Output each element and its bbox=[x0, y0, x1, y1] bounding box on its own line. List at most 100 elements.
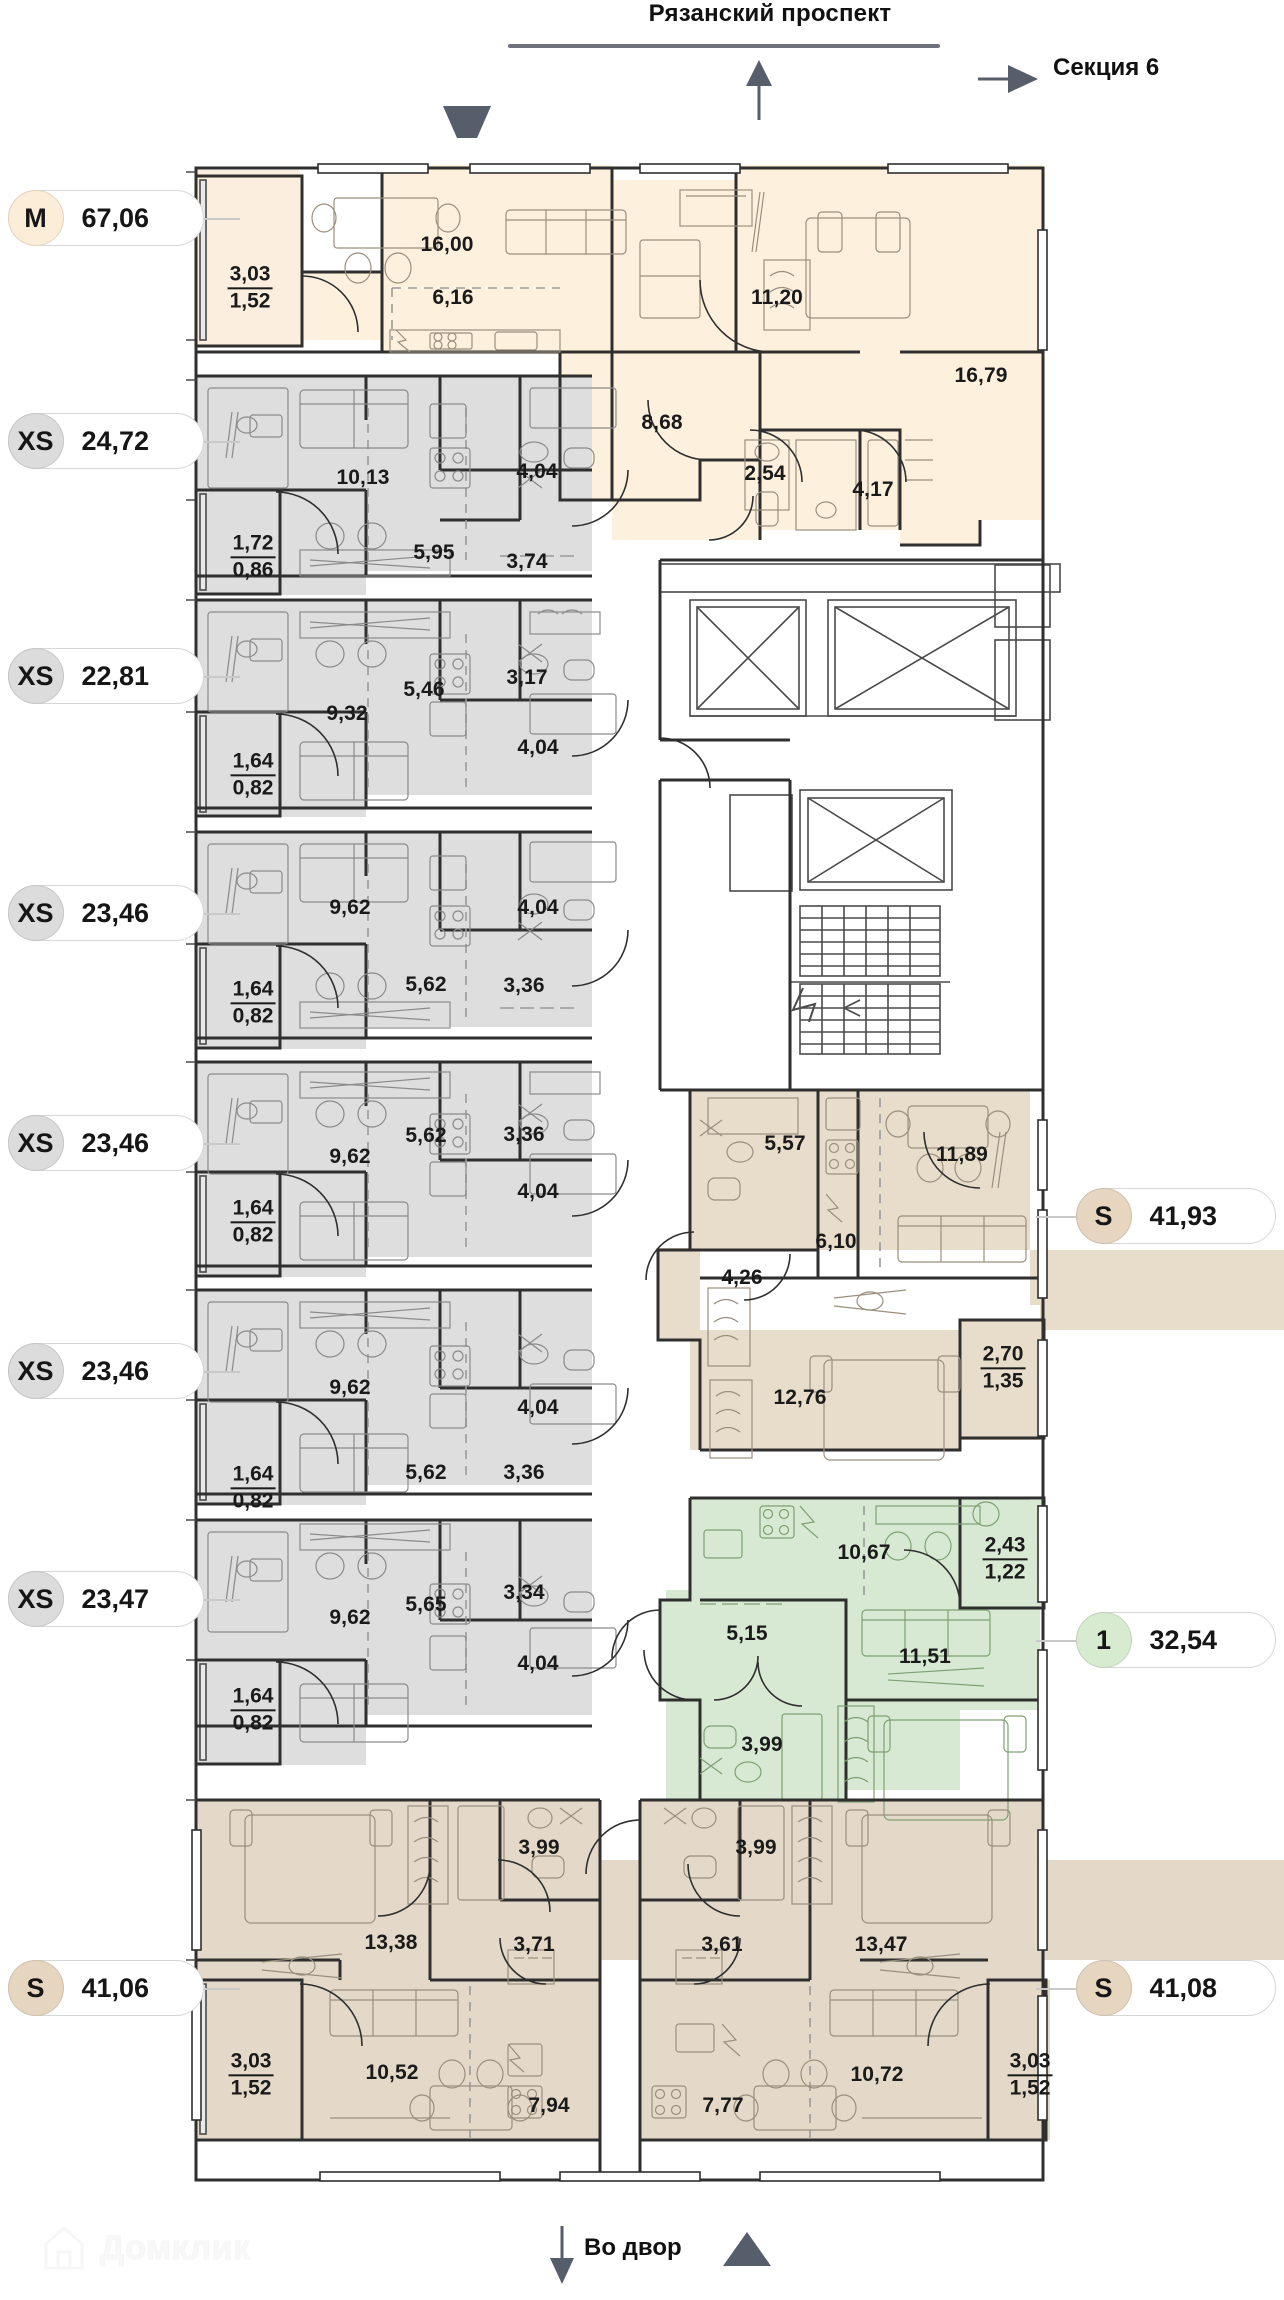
apartment-type-chip: XS bbox=[7, 1343, 64, 1399]
section-label: Секция 6 bbox=[1053, 54, 1160, 81]
room-area-label: 16,79 bbox=[954, 364, 1008, 387]
badge-leader-line bbox=[1036, 1640, 1076, 1642]
room-area-label: 8,68 bbox=[641, 411, 683, 434]
room-area-label: 5,95 bbox=[413, 541, 455, 564]
apartment-badge-s-41-93[interactable]: S 41,93 bbox=[1075, 1188, 1276, 1244]
balcony-area-counted: 1,52 bbox=[1009, 2076, 1051, 2099]
apartment-type-chip: S bbox=[7, 1960, 64, 2016]
room-area-label: 7,77 bbox=[702, 2094, 744, 2117]
apartment-type-chip: M bbox=[7, 190, 64, 246]
room-area-label: 9,62 bbox=[329, 1145, 371, 1168]
street-label: Рязанский проспект bbox=[648, 0, 892, 27]
arrow-up-icon bbox=[746, 60, 772, 120]
balcony-area-total: 1,64 bbox=[230, 1197, 276, 1223]
room-area-label: 4,17 bbox=[852, 478, 894, 501]
room-area-label: 3,36 bbox=[503, 974, 545, 997]
balcony-area-counted: 0,82 bbox=[232, 1223, 274, 1246]
domclick-watermark: Домклик bbox=[38, 2218, 298, 2278]
badge-leader-line bbox=[204, 1599, 240, 1601]
apartment-type-chip: S bbox=[1075, 1188, 1132, 1244]
room-area-label: 11,20 bbox=[751, 286, 803, 309]
house-logo-icon bbox=[44, 2225, 84, 2270]
balcony-area-counted: 0,82 bbox=[232, 1489, 274, 1512]
balcony-area-total: 2,70 bbox=[980, 1343, 1026, 1369]
apartment-area-value: 32,54 bbox=[1149, 1624, 1218, 1655]
room-area-label: 6,16 bbox=[432, 286, 474, 309]
apartment-area-value: 41,93 bbox=[1149, 1200, 1218, 1231]
room-area-label: 4,04 bbox=[517, 1652, 559, 1675]
badge-leader-line bbox=[204, 1988, 240, 1990]
room-area-label: 4,04 bbox=[517, 1180, 559, 1203]
room-area-label: 5,15 bbox=[726, 1622, 768, 1645]
arrow-right-icon bbox=[978, 65, 1038, 93]
apartment-type-chip: XS bbox=[7, 413, 64, 469]
arrow-down-icon bbox=[550, 2226, 574, 2284]
apartment-area-value: 22,81 bbox=[81, 660, 150, 691]
apartment-badge-xs-24-72[interactable]: XS 24,72 bbox=[7, 413, 204, 469]
balcony-area-total: 1,72 bbox=[230, 532, 276, 558]
balcony-area-total: 1,64 bbox=[230, 750, 276, 776]
apartment-area-value: 23,47 bbox=[81, 1583, 150, 1614]
room-area-label: 4,04 bbox=[517, 736, 559, 759]
apartment-type-chip: 1 bbox=[1075, 1612, 1132, 1668]
badge-leader-line bbox=[204, 676, 240, 678]
room-area-label: 10,67 bbox=[837, 1541, 891, 1564]
badge-leader-line bbox=[1036, 1988, 1076, 1990]
balcony-area-counted: 1,52 bbox=[229, 289, 271, 312]
room-area-label: 6,10 bbox=[815, 1230, 857, 1253]
room-area-label: 9,32 bbox=[326, 702, 368, 725]
room-area-label: 3,99 bbox=[735, 1836, 777, 1859]
room-area-label: 4,26 bbox=[721, 1266, 763, 1289]
apartment-badge-xs-22-81[interactable]: XS 22,81 bbox=[7, 648, 204, 704]
badge-leader-line bbox=[204, 913, 240, 915]
balcony-area-total: 2,43 bbox=[982, 1534, 1028, 1560]
balcony-area-counted: 1,35 bbox=[982, 1369, 1024, 1392]
balcony-area-total: 3,03 bbox=[228, 2050, 274, 2076]
apartment-type-chip: XS bbox=[7, 885, 64, 941]
room-area-label: 10,52 bbox=[365, 2061, 419, 2084]
apartment-badge-m-67-06[interactable]: M 67,06 bbox=[7, 190, 204, 246]
room-area-label: 10,72 bbox=[850, 2063, 904, 2086]
street-rule bbox=[508, 44, 940, 48]
badge-leader-line bbox=[204, 1371, 240, 1373]
apartment-type-chip: XS bbox=[7, 648, 64, 704]
balcony-area-counted: 0,82 bbox=[232, 1711, 274, 1734]
room-area-label: 3,17 bbox=[506, 666, 548, 689]
badge-leader-line bbox=[204, 218, 240, 220]
room-area-label: 9,62 bbox=[329, 1606, 371, 1629]
room-area-label: 13,38 bbox=[364, 1931, 418, 1954]
room-area-label: 5,57 bbox=[764, 1132, 806, 1155]
apartment-area-value: 23,46 bbox=[81, 1355, 150, 1386]
room-area-label: 3,36 bbox=[503, 1123, 545, 1146]
watermark-text: Домклик bbox=[100, 2228, 251, 2267]
room-area-label: 5,62 bbox=[405, 973, 447, 996]
room-area-label: 13,47 bbox=[854, 1933, 908, 1956]
room-area-label: 12,76 bbox=[773, 1386, 827, 1409]
room-area-label: 4,04 bbox=[517, 896, 559, 919]
apartment-area-value: 41,08 bbox=[1149, 1972, 1218, 2003]
balcony-area-total: 3,03 bbox=[1007, 2050, 1053, 2076]
apartment-badge-xs-23-46c[interactable]: XS 23,46 bbox=[7, 1343, 204, 1399]
room-area-label: 3,71 bbox=[513, 1933, 555, 1956]
room-area-label: 5,46 bbox=[403, 678, 445, 701]
yard-label: Во двор bbox=[584, 2234, 682, 2261]
badge-leader-line bbox=[204, 1143, 240, 1145]
balcony-area-counted: 0,82 bbox=[232, 1004, 274, 1027]
room-area-label: 10,13 bbox=[336, 466, 390, 489]
apartment-area-value: 67,06 bbox=[81, 202, 150, 233]
room-area-label: 3,36 bbox=[503, 1461, 545, 1484]
room-area-label: 16,00 bbox=[420, 233, 474, 256]
apartment-area-value: 24,72 bbox=[81, 425, 150, 456]
